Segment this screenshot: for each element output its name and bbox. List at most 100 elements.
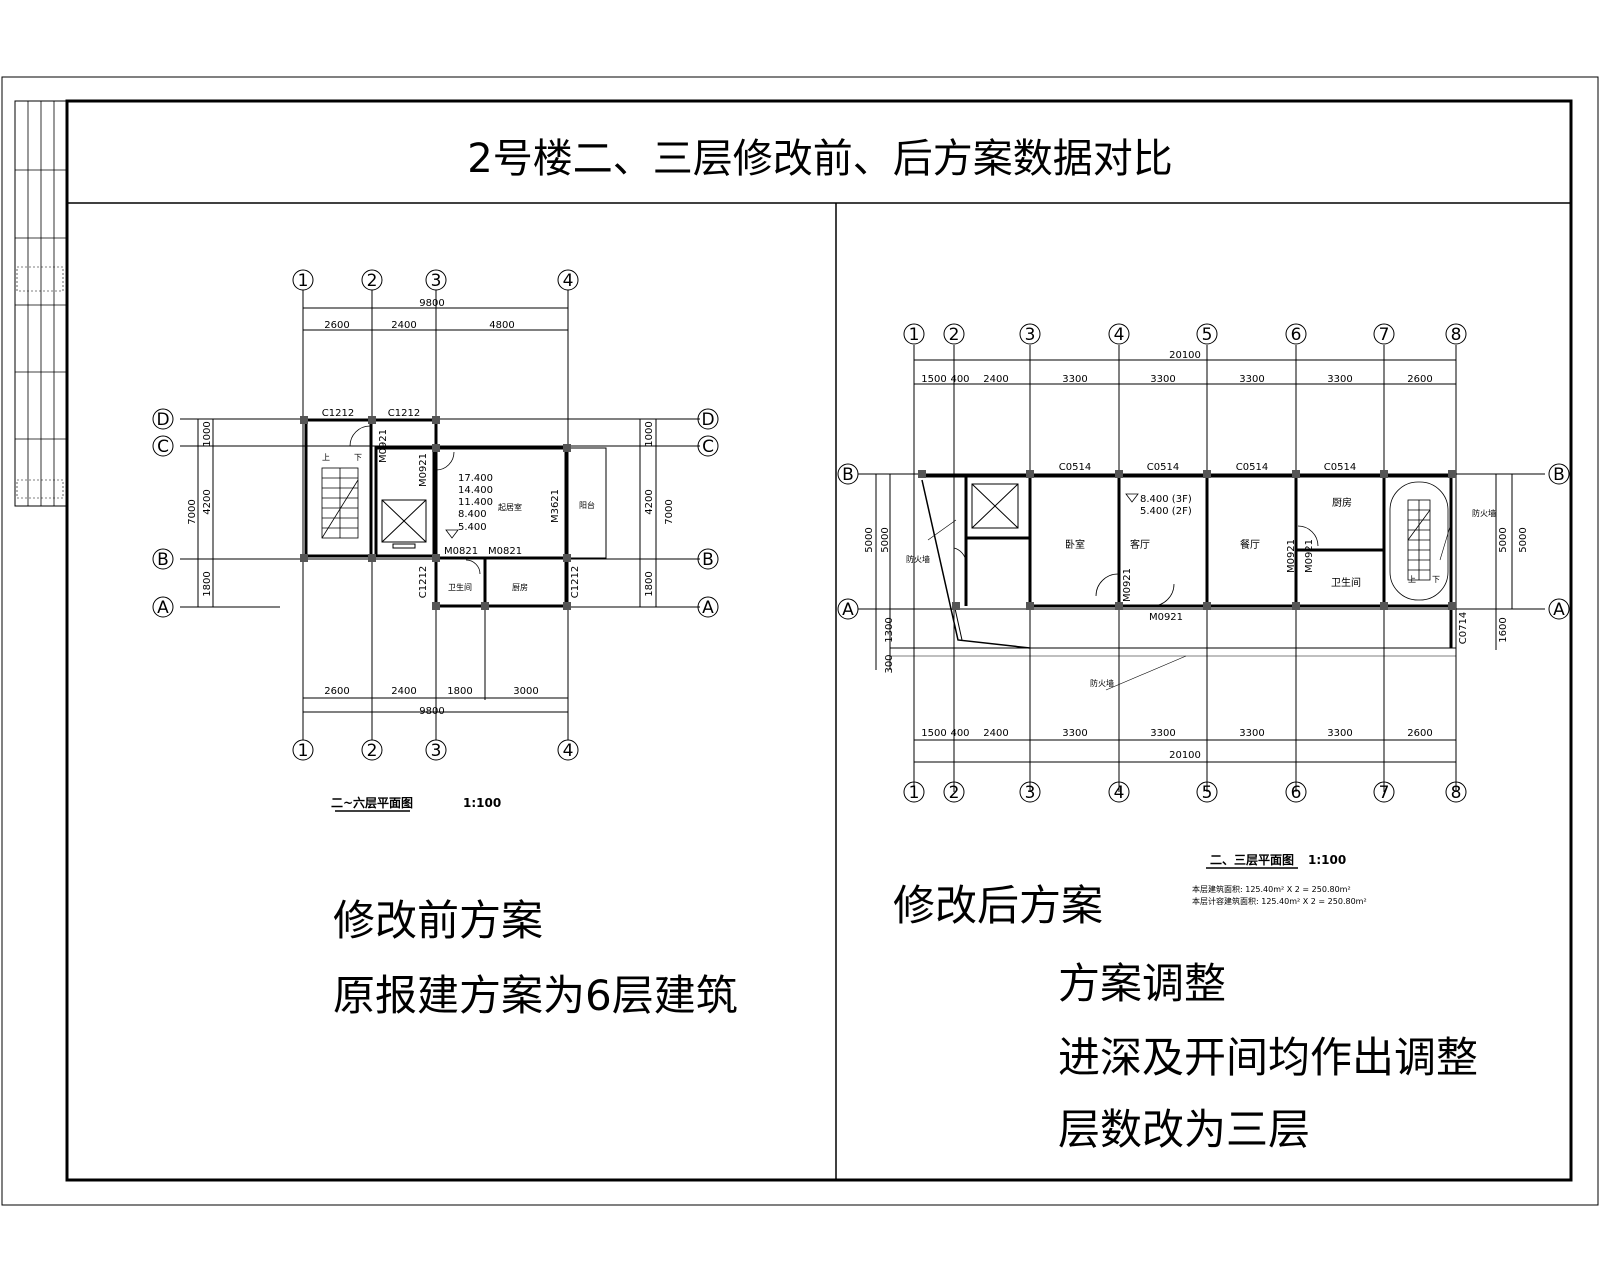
svg-text:1: 1 <box>298 741 309 761</box>
inner-frame <box>65 99 1573 1182</box>
room-kitchen: 厨房 <box>512 582 528 592</box>
svg-text:A: A <box>842 600 854 620</box>
dim-bot-4: 3000 <box>513 686 538 697</box>
room-kitchen-r: 厨房 <box>1332 496 1352 509</box>
dim-top-3: 4800 <box>489 320 514 331</box>
left-axis-left-D: D <box>152 408 174 430</box>
side-window-1: C1212 <box>418 566 429 598</box>
left-plan-caption: 二~六层平面图 <box>331 795 413 810</box>
right-axis-top-1: 1 <box>903 323 925 345</box>
r-dim-top-7: 3300 <box>1327 374 1352 385</box>
title-block-strip <box>14 100 68 507</box>
dim-side-rtotal: 7000 <box>664 499 675 524</box>
left-axis-top-4: 4 <box>557 269 579 291</box>
r-dim-top-5: 3300 <box>1150 374 1175 385</box>
r-dim-top-4: 3300 <box>1062 374 1087 385</box>
dim-bot-1: 2600 <box>324 686 349 697</box>
right-axis-top-2: 2 <box>943 323 965 345</box>
r-dim-side-l4: 1300 <box>884 617 895 642</box>
r-dim-side-r3: 1600 <box>1498 617 1509 642</box>
side-window-2: C1212 <box>570 566 581 598</box>
svg-text:8: 8 <box>1451 783 1462 803</box>
r-dim-top-8: 2600 <box>1407 374 1432 385</box>
dim-side-r1: 1000 <box>644 421 655 446</box>
svg-text:7: 7 <box>1379 783 1390 803</box>
left-axis-top-3: 3 <box>425 269 447 291</box>
r-dim-side-l3: 300 <box>884 654 895 673</box>
left-axis-right-C: C <box>697 435 719 457</box>
svg-text:7: 7 <box>1379 325 1390 345</box>
r-dim-side-l2: 5000 <box>880 527 891 552</box>
dim-bot-total: 9800 <box>419 706 444 717</box>
door-label-1: M0921 <box>378 429 389 463</box>
room-wc: 卫生间 <box>448 582 472 592</box>
svg-text:3: 3 <box>1025 783 1036 803</box>
r-stair-up: 上 <box>1408 575 1416 584</box>
svg-text:1: 1 <box>909 783 920 803</box>
r-window-2: C0514 <box>1147 462 1179 473</box>
r-dim-top-6: 3300 <box>1239 374 1264 385</box>
door-label-4: M0821 <box>488 546 522 557</box>
right-axis-top-3: 3 <box>1019 323 1041 345</box>
right-axis-bottom-1: 1 <box>903 781 925 803</box>
right-axis-top-5: 5 <box>1196 323 1218 345</box>
r-door-3: M0921 <box>1286 539 1297 573</box>
r-dim-bot-total: 20100 <box>1169 750 1201 761</box>
right-axis-bottom-7: 7 <box>1373 781 1395 803</box>
right-axis-left-B: B <box>837 463 859 485</box>
elevation-4: 8.400 <box>458 509 487 520</box>
right-axis-top-4: 4 <box>1108 323 1130 345</box>
svg-text:3: 3 <box>431 741 442 761</box>
door-label-2: M0921 <box>418 453 429 487</box>
right-axis-top-7: 7 <box>1373 323 1395 345</box>
dim-side-total: 7000 <box>187 499 198 524</box>
sheet-border <box>1 76 1599 1206</box>
dim-side-r3: 1800 <box>644 571 655 596</box>
r-dim-bot-2: 400 <box>950 728 969 739</box>
r-door-1: M0921 <box>1122 568 1133 602</box>
room-living: 起居室 <box>498 502 522 512</box>
dim-side-r2: 4200 <box>644 489 655 514</box>
elevation-1: 17.400 <box>458 473 493 484</box>
left-axis-left-C: C <box>152 435 174 457</box>
right-axis-bottom-5: 5 <box>1196 781 1218 803</box>
window-label-1: C1212 <box>322 408 354 419</box>
r-door-2: M0921 <box>1149 612 1183 623</box>
r-dim-top-3: 2400 <box>983 374 1008 385</box>
svg-text:6: 6 <box>1291 783 1302 803</box>
room-wc-r: 卫生间 <box>1331 576 1361 589</box>
left-text-1: 修改前方案 <box>333 896 543 945</box>
dim-side-3: 1800 <box>202 571 213 596</box>
right-floor-plan <box>858 345 1545 792</box>
svg-text:2: 2 <box>949 783 960 803</box>
svg-text:4: 4 <box>1114 783 1125 803</box>
right-axis-left-A: A <box>837 598 859 620</box>
right-axis-top-6: 6 <box>1285 323 1307 345</box>
right-plan-scale: 1:100 <box>1308 853 1346 867</box>
right-axis-bottom-6: 6 <box>1285 781 1307 803</box>
firewall-label-1: 防火墙 <box>1090 678 1114 688</box>
left-axis-bottom-2: 2 <box>361 739 383 761</box>
r-dim-bot-4: 3300 <box>1062 728 1087 739</box>
right-plan-caption: 二、三层平面图 <box>1210 853 1294 867</box>
svg-text:D: D <box>701 410 714 430</box>
r-window-side: C0714 <box>1458 612 1469 644</box>
svg-text:4: 4 <box>563 271 574 291</box>
svg-text:D: D <box>156 410 169 430</box>
right-text-3: 进深及开间均作出调整 <box>1058 1033 1478 1082</box>
left-axis-top-2: 2 <box>361 269 383 291</box>
dim-side-1: 1000 <box>202 421 213 446</box>
elevation-5: 5.400 <box>458 522 487 533</box>
svg-text:1: 1 <box>298 271 309 291</box>
svg-text:5: 5 <box>1202 783 1213 803</box>
left-axis-left-A: A <box>152 596 174 618</box>
svg-text:4: 4 <box>563 741 574 761</box>
svg-text:B: B <box>702 550 714 570</box>
r-window-1: C0514 <box>1059 462 1091 473</box>
dim-top-total: 9800 <box>419 298 444 309</box>
svg-text:B: B <box>1553 465 1565 485</box>
left-axis-right-A: A <box>697 596 719 618</box>
room-balcony: 阳台 <box>579 500 595 510</box>
svg-text:A: A <box>157 598 169 618</box>
